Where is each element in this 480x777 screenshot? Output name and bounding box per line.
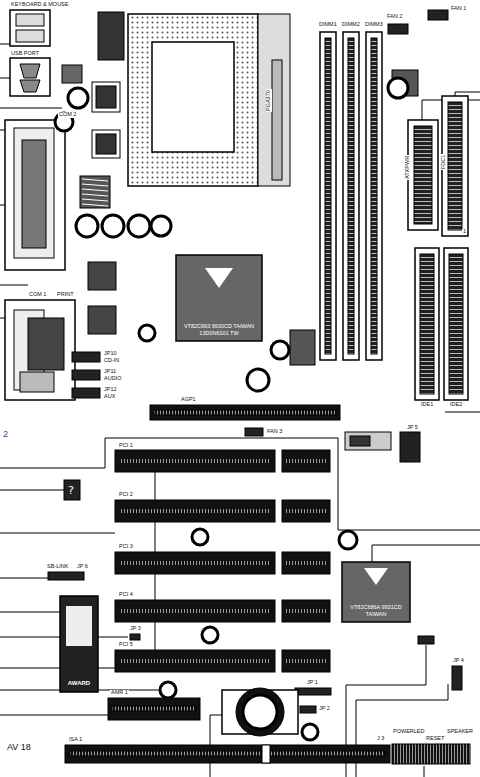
part-label: FAN 3 xyxy=(266,429,283,435)
part-label: COM 2 xyxy=(58,112,77,118)
coil-winding xyxy=(82,189,108,191)
part-label: IDE1 xyxy=(420,402,434,408)
part-label: FDC1 xyxy=(441,154,447,170)
part-label: JP 1 xyxy=(306,680,319,686)
part-label: RESET xyxy=(425,736,445,742)
cpu-socket xyxy=(128,14,290,186)
part-label: JP 4 xyxy=(452,658,465,664)
part-label: AV 18 xyxy=(6,743,32,752)
part-label: POWERLED xyxy=(392,729,425,735)
battery xyxy=(222,688,298,736)
chip: VT82C686A 9931CD TAIWAN xyxy=(344,564,408,620)
chip-marking: AWARD xyxy=(68,680,90,687)
part-label: PCI 3 xyxy=(118,544,134,550)
part-label: PCI 1 xyxy=(118,443,134,449)
coil-winding xyxy=(82,204,108,206)
coil-winding xyxy=(82,184,108,186)
part-label: JP12 xyxy=(103,387,118,393)
coil-winding xyxy=(82,179,108,181)
part-label: ATXPWR xyxy=(405,155,411,180)
chip: VT82C693 9930CD TAIWAN 13D0N6101 TW xyxy=(178,257,260,339)
part-label: COM 1 xyxy=(28,292,47,298)
part-label: AMR 1 xyxy=(110,690,129,696)
part-label: 1 xyxy=(462,229,467,235)
drive-headers xyxy=(408,96,468,400)
part-label: FAN 1 xyxy=(450,6,467,12)
part-label: DIMM2 xyxy=(341,22,361,28)
part-label: PCI 4 xyxy=(118,592,134,598)
part-label: JP 5 xyxy=(406,425,419,431)
part-label: CD-IN xyxy=(103,358,120,364)
part-label: USB PORT xyxy=(10,51,40,57)
chip-marking: VT82C686A 9931CD TAIWAN xyxy=(347,604,405,617)
part-label: JP 2 xyxy=(318,706,331,712)
part-label: KEYBOARD & MOUSE xyxy=(10,2,69,8)
part-label: PGA370 xyxy=(266,89,272,112)
part-label: ISA 1 xyxy=(68,737,83,743)
expansion-slots xyxy=(65,405,390,763)
part-label: FAN 2 xyxy=(386,14,403,20)
part-label: JP11 xyxy=(103,369,117,375)
part-label: PRINT xyxy=(56,292,75,298)
part-label: AUDIO xyxy=(103,376,122,382)
part-label: JP 3 xyxy=(129,626,142,632)
power-parts xyxy=(62,12,418,365)
svg-text:?: ? xyxy=(68,484,74,497)
part-label: SB-LINK xyxy=(46,564,69,570)
coil-winding xyxy=(82,194,108,196)
part-label: AUX xyxy=(103,394,116,400)
part-label: JP 6 xyxy=(76,564,89,570)
part-label: JP10 xyxy=(103,351,118,357)
part-label: PCI 2 xyxy=(118,492,134,498)
part-label: AGP1 xyxy=(180,397,197,403)
part-label: DIMM1 xyxy=(318,22,338,28)
memory-slots xyxy=(320,32,382,360)
pin-headers xyxy=(48,10,470,764)
part-label: 2 xyxy=(2,430,9,439)
part-label: PCI 5 xyxy=(118,642,134,648)
coil-winding xyxy=(82,199,108,201)
part-label: J 3 xyxy=(376,736,385,742)
part-label: SPEAKER xyxy=(446,729,474,735)
part-label: DIMM3 xyxy=(364,22,384,28)
chip-marking: VT82C693 9930CD TAIWAN 13D0N6101 TW xyxy=(181,323,257,336)
chip: AWARD xyxy=(62,648,96,690)
part-label: IDE2 xyxy=(449,402,463,408)
